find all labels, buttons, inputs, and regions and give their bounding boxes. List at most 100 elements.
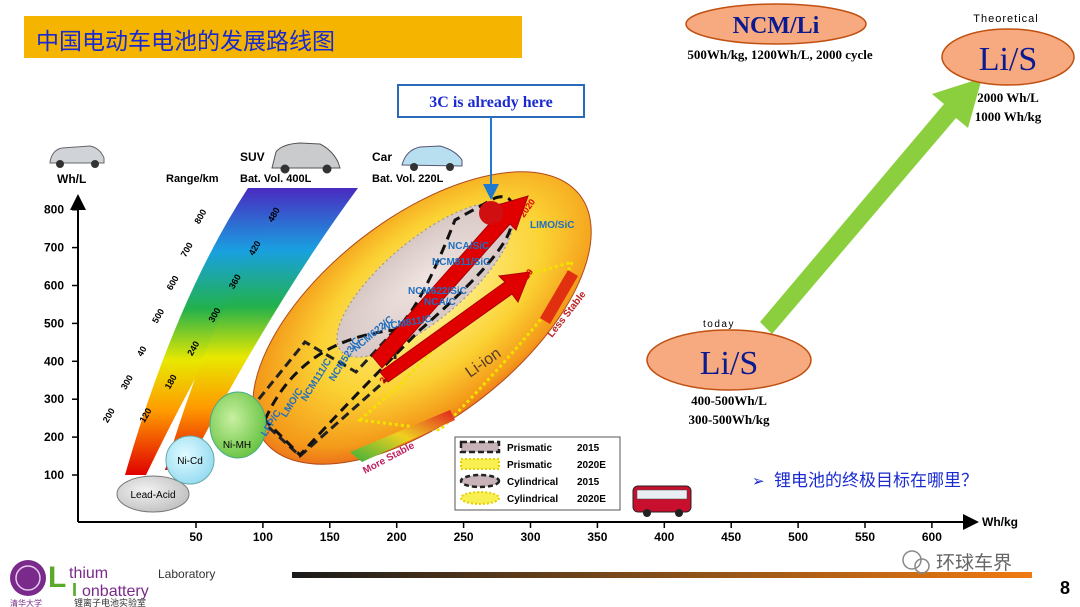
chemistry-label: LIMO/SiC: [530, 220, 574, 231]
y-axis-label: Wh/L: [57, 172, 86, 186]
prismatic-2020-zone: [356, 259, 575, 432]
y-tick-label: 200: [44, 430, 64, 444]
lead-acid-label: Lead-Acid: [130, 490, 175, 501]
range-header: Range/km: [166, 173, 219, 185]
lis-today-caption: today: [703, 319, 735, 330]
car-range-tick: 600: [165, 274, 181, 292]
chemistry-label: NCM811/SiC: [432, 257, 490, 268]
future-arrow: [760, 78, 982, 334]
y-tick-label: 100: [44, 468, 64, 482]
legend-item-year: 2015: [577, 477, 600, 488]
chemistry-label: NCM622/SiC: [408, 286, 467, 297]
less-stable-bar: [540, 270, 578, 324]
logo-school: 清华大学: [10, 598, 42, 607]
car-volume: Bat. Vol. 220L: [372, 173, 444, 185]
x-tick-labels: 50 100 150 200 250 300 350 400 450 500 550 600: [189, 522, 942, 544]
legend-item-year: 2020E: [577, 494, 606, 505]
logo-thium: thium: [69, 565, 108, 582]
x-tick-label: 600: [922, 530, 942, 544]
x-tick-label: 50: [189, 530, 203, 544]
car-icon: [49, 145, 105, 168]
x-axis-label: Wh/kg: [982, 515, 1018, 529]
x-tick-label: 550: [855, 530, 875, 544]
more-stable-bar: [350, 410, 455, 462]
car-range-tick: 500: [150, 307, 166, 325]
y-tick-label: 400: [44, 354, 64, 368]
ni-cd-label: Ni-Cd: [177, 456, 203, 467]
3c-callout-text: 3C is already here: [429, 94, 552, 111]
legend-item-label: Prismatic: [507, 460, 552, 471]
bus-icon: [632, 485, 692, 517]
x-tick-label: 450: [721, 530, 741, 544]
lab-logo: 清华大学 L thium Laboratory I onbattery 锂离子电…: [10, 560, 215, 607]
sedan-icon: [401, 145, 463, 171]
legend-swatch-cylindrical-2015: [459, 473, 501, 489]
y-tick-label: 300: [44, 392, 64, 406]
chemistry-label: NCA/C: [424, 297, 456, 308]
page-number: 8: [1059, 578, 1070, 598]
x-tick-label: 200: [387, 530, 407, 544]
title-banner: 中国电动车电池的发展路线图: [24, 16, 522, 58]
legend-item-year: 2015: [577, 443, 600, 454]
lead-acid-bubble: [116, 475, 190, 513]
legend-swatch-prismatic-2020: [460, 458, 500, 470]
legend-swatch-prismatic-2015: [459, 440, 501, 454]
legend-swatch-cylindrical-2020: [460, 491, 500, 505]
logo-onbattery: onbattery: [82, 583, 149, 600]
logo-cn: 锂离子电池实验室: [74, 597, 146, 607]
lis-today-ellipse: [646, 329, 812, 391]
legend-item-year: 2020E: [577, 460, 606, 471]
x-tick-label: 300: [520, 530, 540, 544]
lis-theoretical-spec1: 2000 Wh/L: [977, 90, 1039, 105]
lis-theoretical-label: Li/S: [979, 41, 1038, 78]
lis-today-label: Li/S: [700, 345, 759, 382]
car-label: Car: [372, 150, 392, 164]
car-range-tick: 700: [179, 241, 195, 259]
question-text: 锂电池的终极目标在哪里？: [774, 471, 978, 491]
car-range-tick: 40: [135, 344, 149, 358]
logo-l: L: [48, 561, 66, 594]
ni-cd-bubble: [165, 435, 215, 485]
x-tick-label: 250: [454, 530, 474, 544]
ncm-li-label: NCM/Li: [733, 13, 820, 39]
x-tick-label: 100: [253, 530, 273, 544]
x-tick-label: 150: [320, 530, 340, 544]
suv-label: SUV: [240, 150, 265, 164]
lis-today-spec1: 400-500Wh/L: [691, 393, 767, 408]
car-range-tick: 300: [119, 373, 135, 391]
suv-range-band: [165, 188, 358, 470]
watermark-text: 环球车界: [936, 552, 1012, 574]
ni-mh-label: Ni-MH: [223, 440, 251, 451]
x-tick-label: 350: [587, 530, 607, 544]
lis-today-spec2: 300-500Wh/kg: [689, 412, 770, 427]
ncm-li-ellipse: [685, 3, 867, 45]
chemistry-label: NCA/SiC: [448, 241, 489, 252]
lis-theoretical-ellipse: [941, 28, 1075, 86]
lis-theoretical-caption: Theoretical: [973, 13, 1038, 25]
legend-item-label: Cylindrical: [507, 477, 558, 488]
suv-volume: Bat. Vol. 400L: [240, 173, 312, 185]
page-title: 中国电动车电池的发展路线图: [36, 29, 335, 55]
y-tick-label: 700: [44, 241, 64, 255]
car-range-tick: 800: [192, 208, 208, 226]
y-tick-label: 800: [44, 203, 64, 217]
car-range-tick: 200: [101, 406, 117, 424]
lis-theoretical-spec2: 1000 Wh/kg: [975, 109, 1042, 124]
footer-bar: [292, 572, 1032, 578]
x-tick-label: 500: [788, 530, 808, 544]
3c-marker: [479, 201, 503, 225]
ni-mh-bubble: [209, 391, 267, 459]
bullet-marker: ➢: [752, 473, 765, 490]
3c-callout-box: [397, 84, 585, 118]
trend-arrow-lower: [379, 271, 531, 383]
legend-item-label: Cylindrical: [507, 494, 558, 505]
ncm-li-spec: 500Wh/kg, 1200Wh/L, 2000 cycle: [687, 47, 872, 62]
suv-icon: [271, 142, 341, 174]
watermark: 环球车界: [902, 550, 1012, 574]
x-tick-label: 400: [654, 530, 674, 544]
logo-i: I: [72, 580, 77, 600]
y-tick-label: 500: [44, 316, 64, 330]
